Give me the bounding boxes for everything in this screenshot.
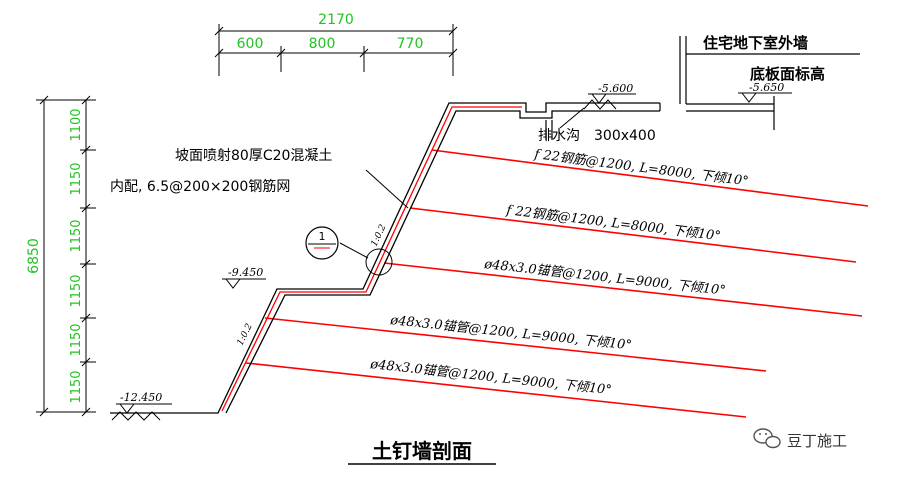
slope-face-outer: [110, 102, 583, 414]
nail-line-1: [431, 149, 869, 207]
top-total-dimension: 2170: [318, 12, 354, 28]
slope-ratio-lower: 1:0.2: [236, 322, 255, 347]
top-dimension-segment-3: 770: [397, 36, 424, 52]
drawing-title: 土钉墙剖面: [372, 439, 472, 463]
left-dimension-segment-6: 1150: [69, 370, 84, 403]
nail-line-5: [245, 362, 747, 418]
elevation-marker-bottom: [111, 403, 172, 421]
left-dimension: [36, 95, 96, 417]
nail-label-5: ø48x3.0锚管@1200, L=9000, 下倾10°: [369, 357, 613, 398]
elevation-marker-slab: [738, 92, 792, 103]
existing-wall-label: 住宅地下室外墙: [703, 34, 808, 52]
nail-line-3: [383, 262, 863, 317]
bottom-elevation-value: -12.450: [120, 391, 162, 404]
top-dimension-segment-2: 800: [309, 36, 336, 52]
berm-elevation-value: -9.450: [228, 266, 263, 279]
left-total-dimension: 6850: [26, 238, 42, 274]
slab-elevation-value: -5.650: [749, 81, 784, 94]
shotcrete-face-red: [221, 106, 522, 412]
left-dimension-segment-4: 1150: [69, 274, 84, 307]
nail-line-4: [264, 317, 767, 372]
drain-and-wall: [545, 36, 860, 140]
top-elevation-value: -5.600: [598, 82, 633, 95]
watermark-text: 豆丁施工: [787, 432, 847, 450]
left-dimension-segment-5: 1150: [69, 323, 84, 356]
left-dimension-segment-3: 1150: [69, 219, 84, 252]
drain-ditch-label: 排水沟 300x400: [538, 128, 656, 144]
top-dimension: [214, 24, 458, 76]
wechat-icon: [753, 428, 781, 449]
soil-nails: [245, 149, 869, 418]
excavation-profile: [110, 102, 583, 414]
nail-label-4: ø48x3.0锚管@1200, L=9000, 下倾10°: [389, 313, 633, 353]
left-dimension-segment-2: 1150: [69, 162, 84, 195]
top-dimension-segment-1: 600: [237, 36, 264, 52]
callout-leaders: [339, 107, 585, 276]
detail-marker-number: 1: [319, 230, 326, 243]
slope-face-inner: [225, 110, 583, 414]
nail-label-1: f 22钢筋@1200, L=8000, 下倾10°: [532, 147, 749, 189]
left-dimension-segment-1: 1100: [69, 108, 84, 141]
elevation-marker-top: [583, 93, 636, 110]
elevation-marker-berm: [222, 278, 266, 289]
nail-line-2: [409, 207, 857, 263]
slab-elevation-label: 底板面标高: [750, 65, 825, 83]
slope-ratio-upper: 1:0.2: [370, 223, 389, 248]
detail-marker: 1: [305, 226, 339, 260]
shotcrete-note-line2: 内配, 6.5@200×200钢筋网: [110, 178, 290, 195]
shotcrete-note-line1: 坡面喷射80厚C20混凝土: [175, 148, 332, 164]
